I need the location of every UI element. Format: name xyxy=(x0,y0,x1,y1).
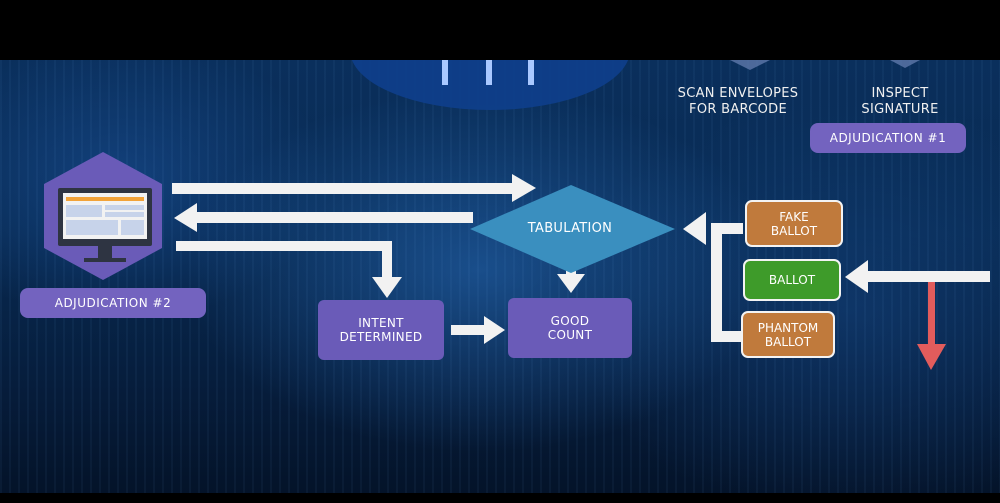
arrow-incoming-ballot xyxy=(845,260,990,293)
good-count-box: GOOD COUNT xyxy=(508,298,632,358)
ballot-box: BALLOT xyxy=(743,259,841,301)
adjudication-1-pill: ADJUDICATION #1 xyxy=(810,123,966,153)
computer-monitor-icon xyxy=(58,188,152,262)
dome-bar-2 xyxy=(486,60,492,85)
dome-bar-1 xyxy=(442,60,448,85)
intent-determined-box: INTENT DETERMINED xyxy=(318,300,444,360)
tabulation-diamond xyxy=(470,185,675,273)
fake-ballot-box: FAKE BALLOT xyxy=(745,200,843,247)
arrow-to-tabulation xyxy=(172,174,536,202)
scan-top-chevron xyxy=(730,60,770,70)
inspect-signature-label: INSPECT SIGNATURE xyxy=(861,86,939,117)
dome-bar-3 xyxy=(528,60,534,85)
ballot-bracket-arrow xyxy=(683,212,743,342)
tabulation-label: TABULATION xyxy=(527,221,613,236)
flow-graphics xyxy=(44,60,990,370)
red-down-arrow xyxy=(917,282,946,370)
arrow-to-intent xyxy=(176,241,402,298)
arrow-intent-to-good-count xyxy=(451,316,505,344)
scan-envelopes-label: SCAN ENVELOPES FOR BARCODE xyxy=(677,86,799,117)
arrow-back-to-monitor xyxy=(174,203,473,232)
phantom-ballot-box: PHANTOM BALLOT xyxy=(741,311,835,358)
inspect-top-chevron xyxy=(890,60,920,68)
adjudication-2-pill: ADJUDICATION #2 xyxy=(20,288,206,318)
diagram-canvas: SCAN ENVELOPES FOR BARCODE INSPECT SIGNA… xyxy=(0,60,1000,493)
